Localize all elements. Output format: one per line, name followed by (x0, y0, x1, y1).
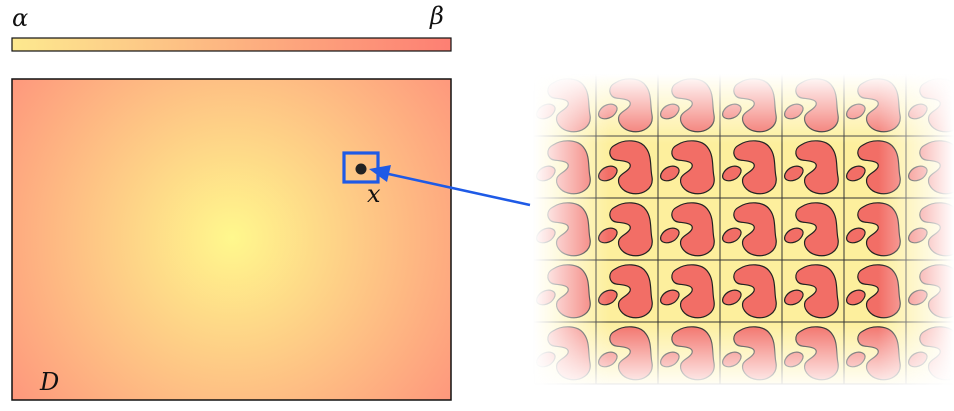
domain-label: D (39, 368, 59, 396)
color-scale-bar (12, 38, 451, 51)
domain-rectangle (12, 79, 451, 400)
scale-left-label: α (12, 4, 28, 32)
microstructure-inset (534, 74, 954, 384)
scale-right-label: β (429, 2, 444, 30)
point-label: x (367, 180, 381, 208)
point-dot (356, 164, 367, 175)
